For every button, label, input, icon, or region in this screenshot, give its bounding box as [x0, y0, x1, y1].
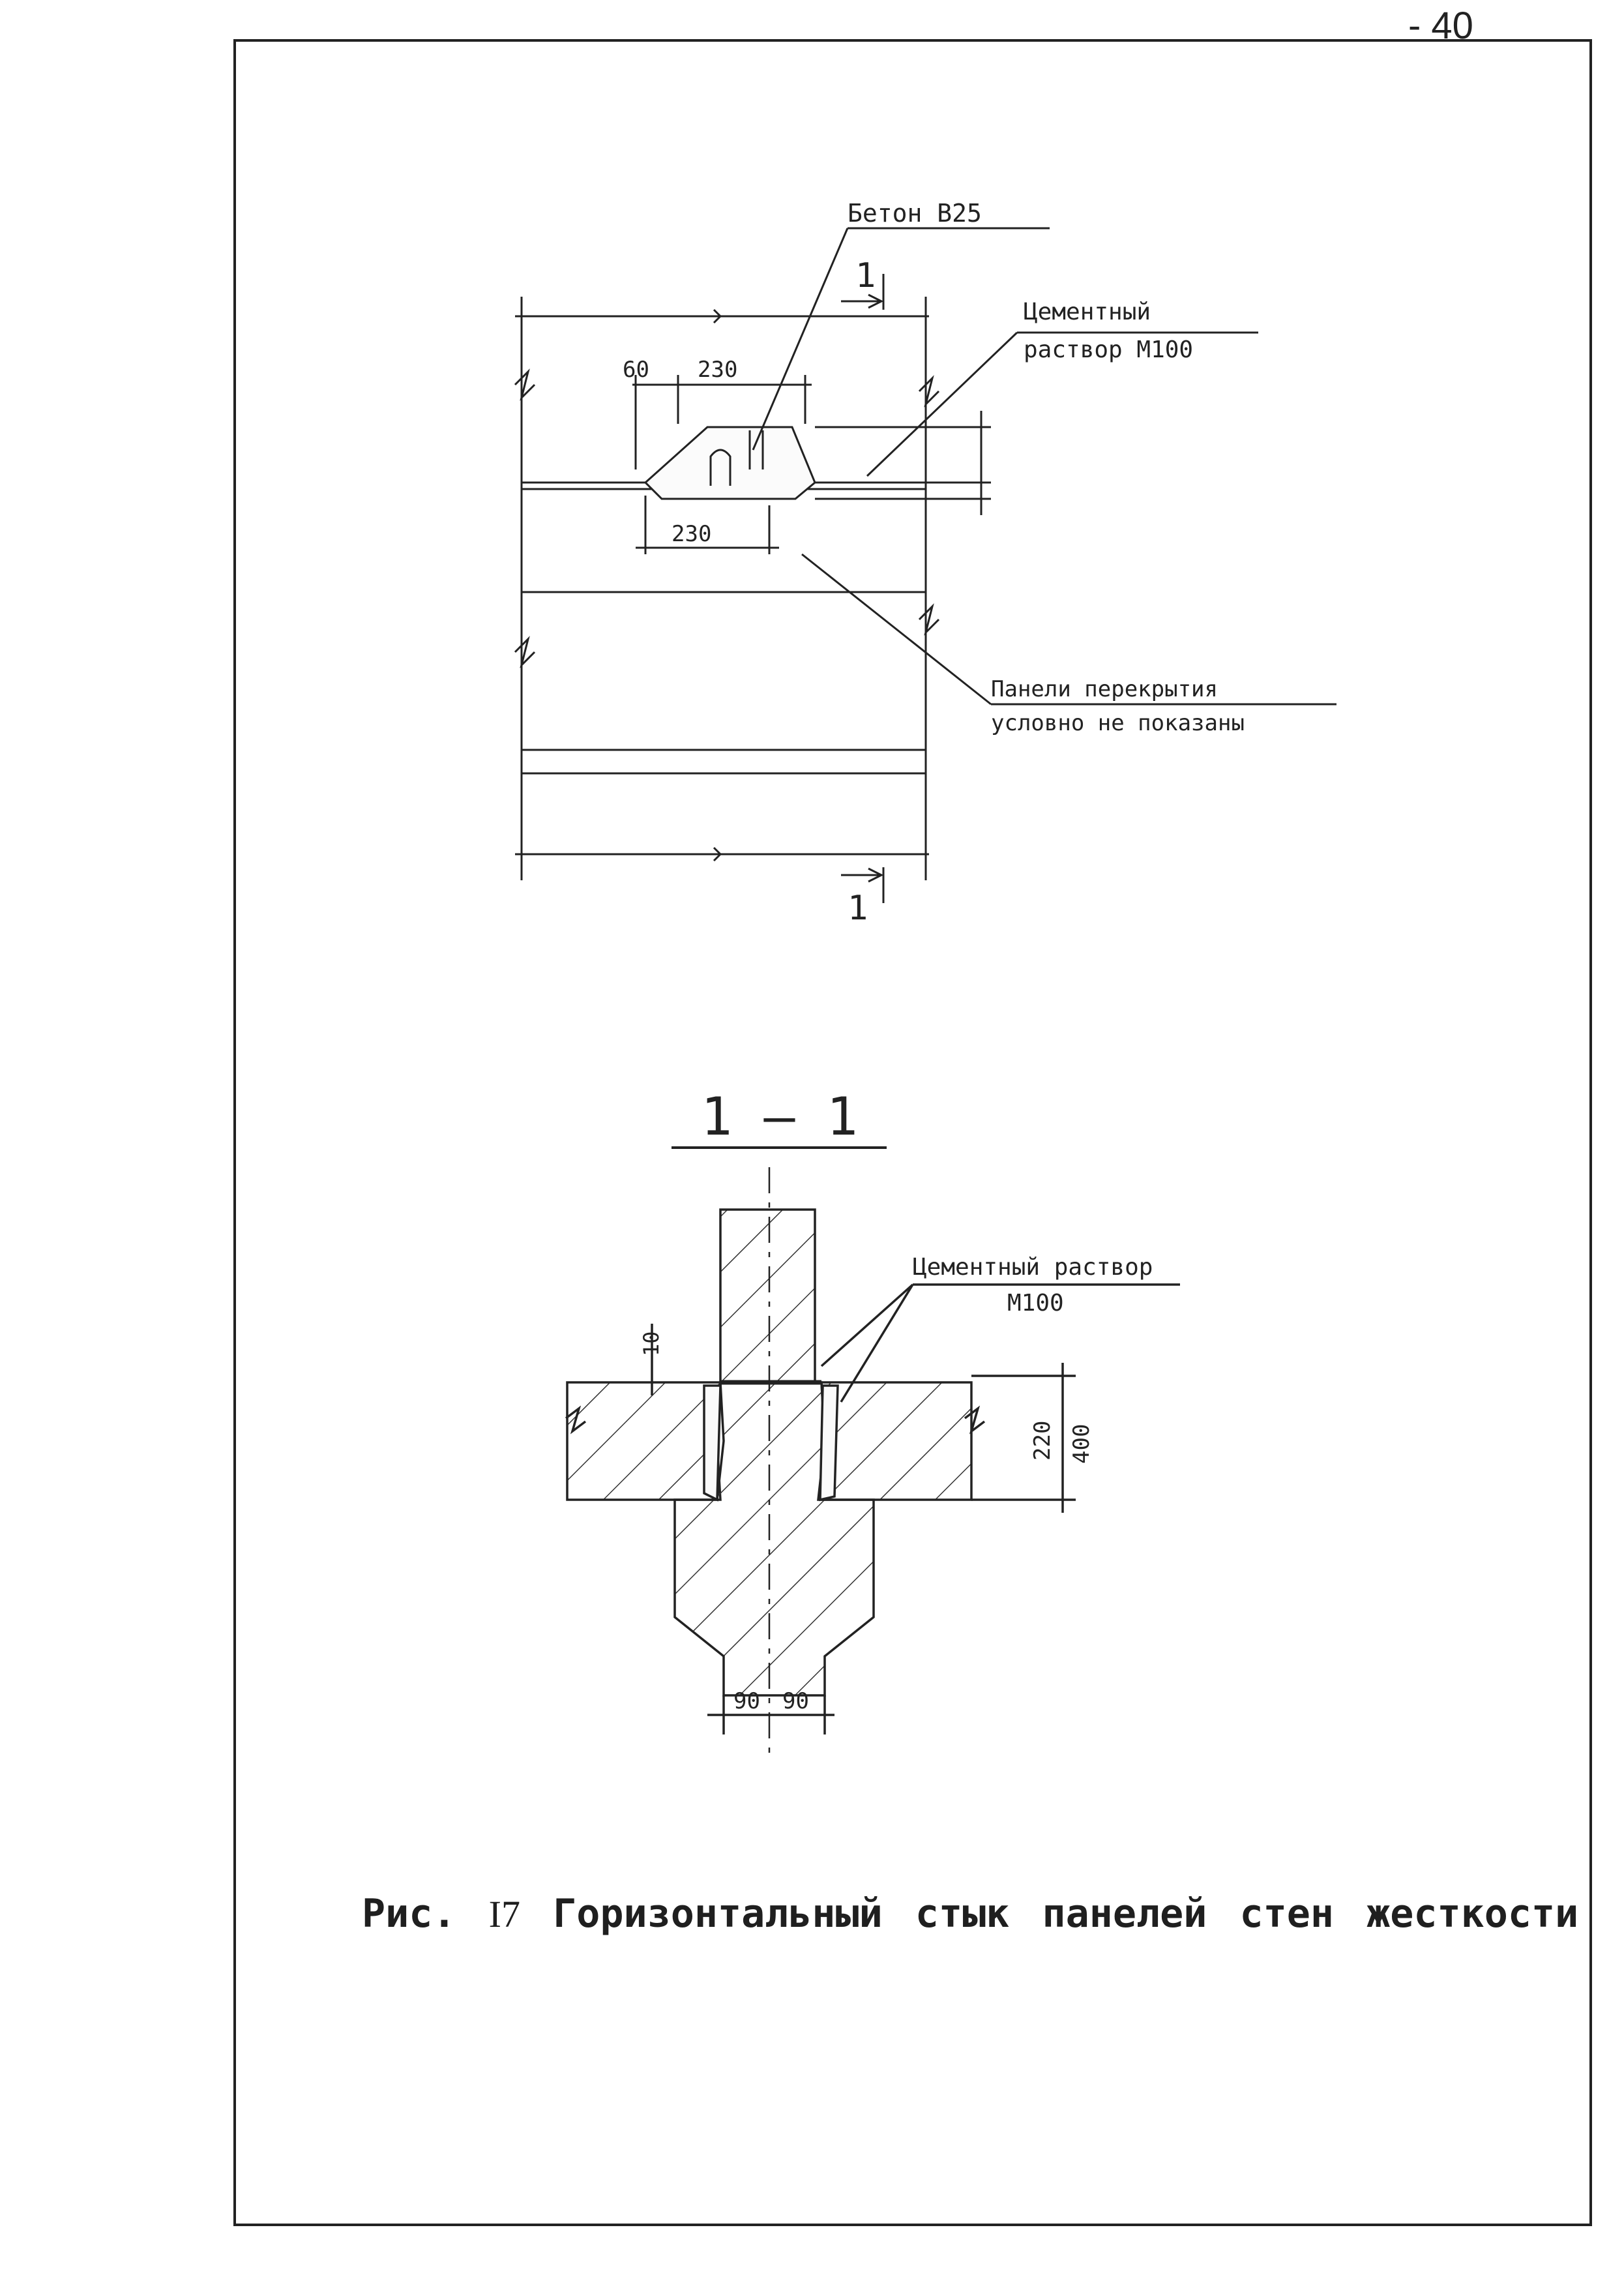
section-dim-220: 220	[1029, 1421, 1056, 1461]
plan-dim-60: 60	[623, 357, 649, 383]
section-dim-90-right: 90	[782, 1688, 809, 1714]
plan-label-mortar-line2: раствор М100	[1024, 336, 1193, 363]
plan-label-mortar-line1: Цементный	[1024, 299, 1151, 325]
plan-dim-230-top: 230	[698, 357, 737, 383]
plan-dim-230-bottom: 230	[672, 521, 711, 547]
section-label-mortar-line1: Цементный раствор	[913, 1254, 1153, 1281]
figure-caption: Рис. I7 Горизонтальный стык панелей стен…	[362, 1891, 1578, 1937]
caption-figure-number: I7	[488, 1893, 520, 1935]
plan-label-panels-line1: Панели перекрытия	[991, 676, 1218, 702]
caption-text: Горизонтальный стык панелей стен жесткос…	[553, 1891, 1579, 1937]
plan-view	[514, 227, 1336, 903]
caption-prefix: Рис.	[362, 1891, 456, 1937]
section-label-mortar-line2: М100	[1007, 1290, 1064, 1317]
page-frame	[233, 39, 1592, 2226]
plan-section-mark-top: 1	[855, 256, 876, 295]
section-dim-90-left: 90	[733, 1688, 760, 1714]
plan-label-concrete: Бетон В25	[848, 199, 982, 228]
section-title: 1 — 1	[701, 1086, 858, 1147]
plan-section-mark-bottom: 1	[848, 889, 868, 928]
section-dim-400: 400	[1069, 1424, 1095, 1464]
section-dim-10: 10	[639, 1331, 664, 1356]
section-view	[565, 1167, 1180, 1754]
plan-label-panels-line2: условно не показаны	[991, 710, 1245, 736]
